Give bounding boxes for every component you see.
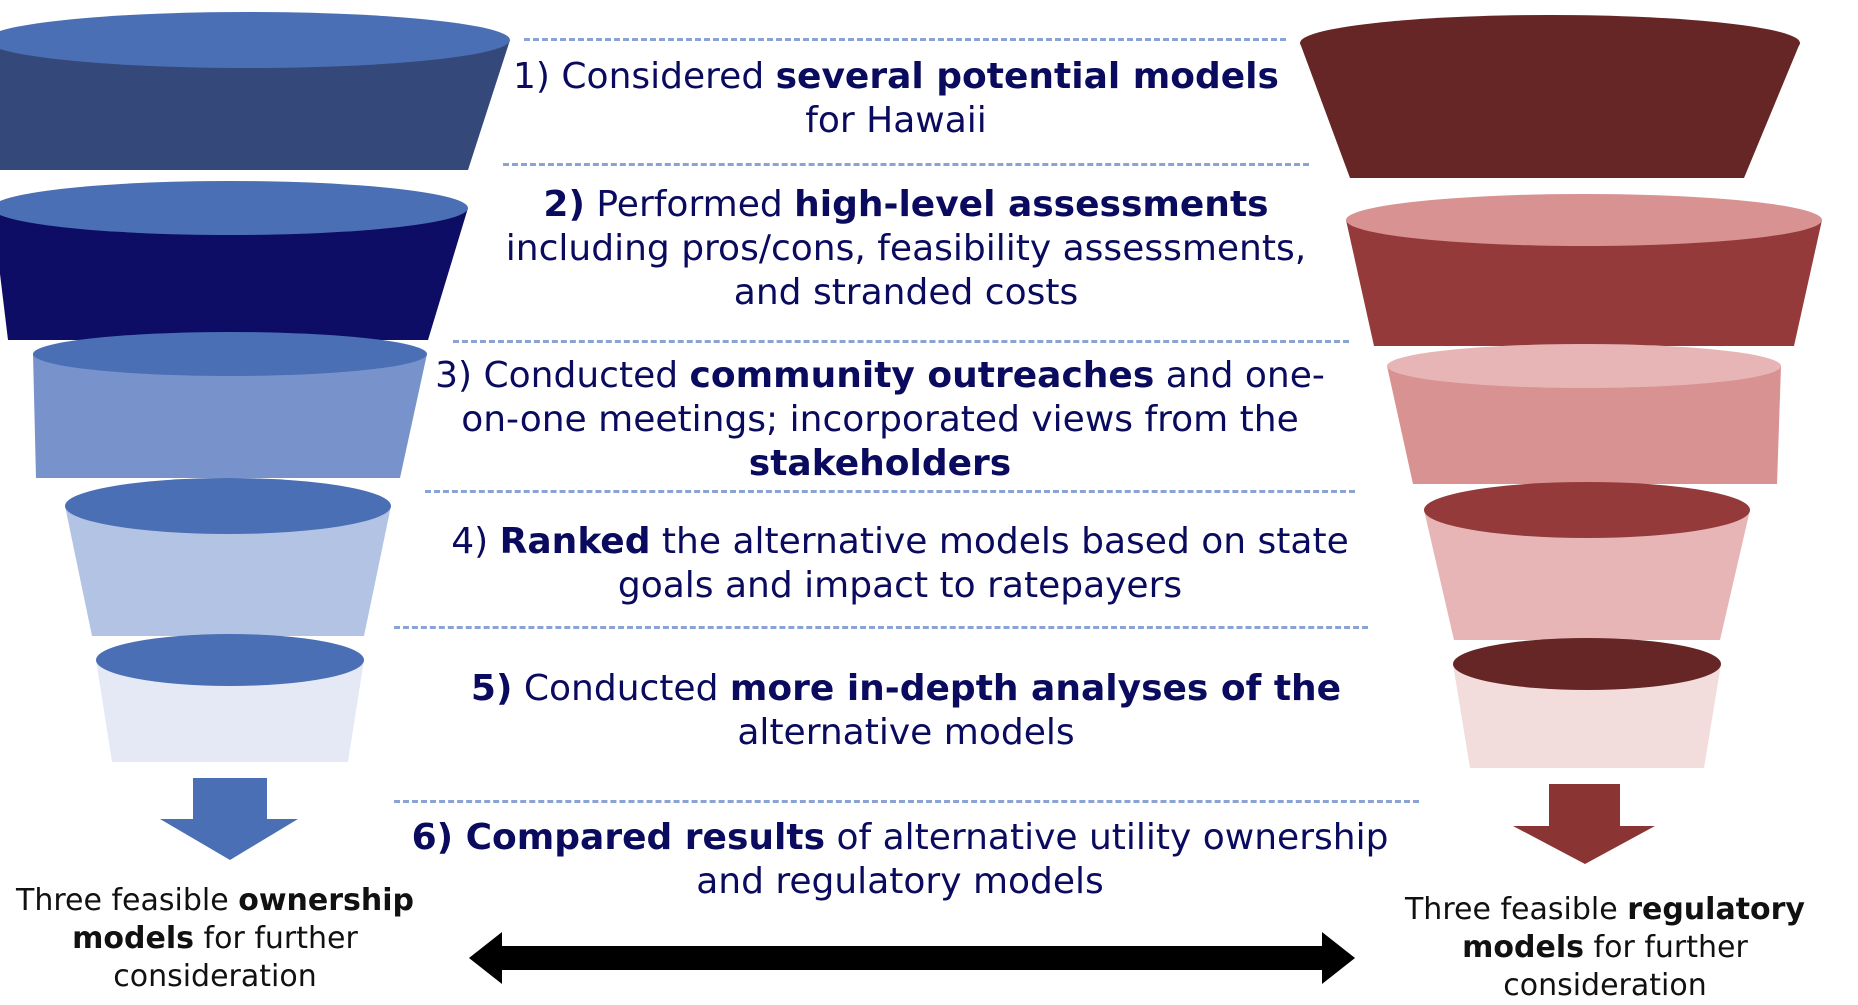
ownership-funnel-tier-4-body: [65, 506, 391, 636]
down-arrow-red-icon: [1513, 784, 1655, 864]
ownership-funnel: [0, 12, 510, 762]
divider-1: [524, 38, 1286, 41]
step-4-text-end: the alternative models based on state: [650, 521, 1349, 562]
step-1-text: 1) Considered: [513, 56, 776, 97]
ownership-outcome-text-2: for further: [194, 921, 358, 956]
regulatory-funnel-tier-4-top: [1424, 482, 1750, 538]
step-4-text: 4): [451, 521, 500, 562]
step-2: 2) Performed high-level assessments incl…: [476, 183, 1336, 315]
step-3-emphasis-2: stakeholders: [748, 443, 1012, 484]
step-2-emphasis: high-level assessments: [794, 184, 1269, 225]
regulatory-outcome-text-2: for further: [1584, 930, 1748, 965]
step-5-text-line2: alternative models: [737, 712, 1075, 753]
step-6-text-line2: and regulatory models: [696, 861, 1104, 902]
ownership-funnel-tier-1-top: [0, 12, 510, 68]
step-2-text-line3: and stranded costs: [733, 272, 1079, 313]
step-5-emphasis: more in-depth analyses of the: [729, 668, 1342, 709]
ownership-funnel-tier-3-top: [33, 332, 427, 376]
divider-4: [425, 490, 1355, 493]
step-3-emphasis: community outreaches: [689, 355, 1155, 396]
step-6-text: of alternative utility ownership: [825, 817, 1389, 858]
ownership-outcome: Three feasible ownership models for furt…: [5, 882, 425, 996]
ownership-outcome-emphasis-2: models: [72, 921, 195, 956]
double-headed-arrow-icon: [469, 932, 1355, 984]
ownership-outcome-text-3: consideration: [113, 959, 317, 994]
regulatory-outcome: Three feasible regulatory models for fur…: [1390, 891, 1820, 1005]
step-2-number: 2): [543, 184, 585, 225]
regulatory-outcome-text: Three feasible: [1404, 892, 1628, 927]
step-5-text: Conducted: [512, 668, 730, 709]
regulatory-funnel-tier-5-body: [1453, 664, 1721, 768]
step-6: 6) Compared results of alternative utili…: [400, 816, 1400, 904]
divider-3: [453, 340, 1349, 343]
ownership-outcome-text: Three feasible: [16, 883, 239, 918]
step-2-text: Performed: [584, 184, 795, 225]
step-3-text-line2: on-one meetings; incorporated views from…: [461, 399, 1299, 440]
regulatory-outcome-emphasis: regulatory: [1627, 892, 1805, 927]
regulatory-funnel-tier-1-top: [1300, 15, 1800, 71]
ownership-funnel-tier-5-body: [96, 660, 364, 762]
step-4: 4) Ranked the alternative models based o…: [430, 520, 1370, 608]
step-1-text-line2: for Hawaii: [805, 100, 987, 141]
down-arrow-blue-icon: [160, 778, 298, 860]
step-2-text-line2: including pros/cons, feasibility assessm…: [505, 228, 1307, 269]
step-1: 1) Considered several potential models f…: [476, 55, 1316, 143]
regulatory-funnel-tier-3-body: [1387, 366, 1781, 484]
step-3-text: 3) Conducted: [435, 355, 690, 396]
ownership-funnel-tier-3-body: [33, 354, 427, 478]
ownership-outcome-emphasis: ownership: [238, 883, 414, 918]
step-4-emphasis: Ranked: [499, 521, 651, 562]
divider-6: [394, 800, 1419, 803]
step-4-text-line2: goals and impact to ratepayers: [617, 565, 1183, 606]
regulatory-funnel-tier-2-top: [1346, 194, 1822, 246]
ownership-funnel-tier-2-body: [0, 208, 468, 340]
regulatory-outcome-text-3: consideration: [1503, 968, 1707, 1003]
regulatory-funnel-tier-3-top: [1387, 344, 1781, 388]
regulatory-outcome-emphasis-2: models: [1462, 930, 1585, 965]
step-3-text-end: and one-: [1154, 355, 1325, 396]
regulatory-funnel: [1300, 15, 1822, 768]
regulatory-funnel-tier-2-body: [1346, 220, 1822, 346]
regulatory-funnel-tier-5-top: [1453, 638, 1721, 690]
step-5: 5) Conducted more in-depth analyses of t…: [436, 667, 1376, 755]
ownership-funnel-tier-5-top: [96, 634, 364, 686]
step-3: 3) Conducted community outreaches and on…: [430, 354, 1330, 486]
step-6-emphasis: 6) Compared results: [411, 817, 825, 858]
regulatory-funnel-tier-1-body: [1300, 43, 1800, 178]
step-5-number: 5): [470, 668, 513, 709]
divider-5: [394, 626, 1368, 629]
ownership-funnel-tier-1-body: [0, 40, 510, 170]
divider-2: [503, 163, 1309, 166]
ownership-funnel-tier-4-top: [65, 478, 391, 534]
regulatory-funnel-tier-4-body: [1424, 510, 1750, 640]
step-1-emphasis: several potential models: [775, 56, 1279, 97]
ownership-funnel-tier-2-top: [0, 181, 468, 235]
